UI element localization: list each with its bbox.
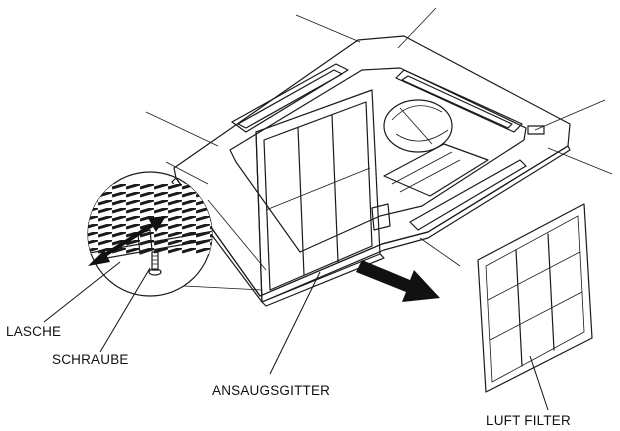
label-ansaugsgitter: ANSAUGSGITTER — [212, 383, 330, 398]
label-luft-filter: LUFT FILTER — [486, 413, 571, 428]
intake-grille — [255, 89, 385, 307]
air-filter — [477, 203, 593, 393]
cassette-unit — [171, 35, 571, 303]
detail-magnifier — [87, 171, 267, 297]
label-lasche: LASCHE — [6, 324, 61, 339]
removal-arrow — [356, 260, 440, 302]
label-schraube: SCHRAUBE — [52, 352, 129, 367]
leader-lines — [43, 261, 549, 411]
slide-arrow — [88, 216, 166, 266]
